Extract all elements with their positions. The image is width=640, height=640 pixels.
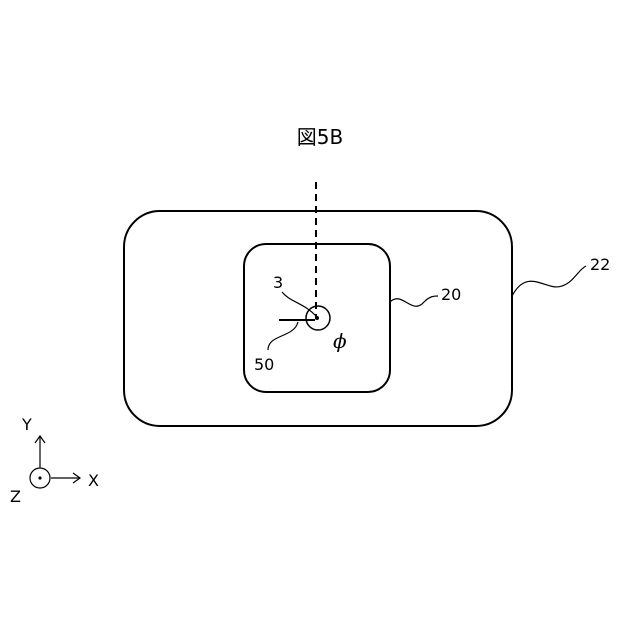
leader-line-22 bbox=[512, 266, 586, 296]
figure-title: 図5B bbox=[297, 125, 343, 149]
label-50: 50 bbox=[254, 355, 274, 374]
point-3-dot bbox=[315, 316, 319, 320]
leader-line-3 bbox=[282, 292, 316, 316]
label-3: 3 bbox=[273, 273, 283, 292]
axis-label-z: Z bbox=[10, 487, 21, 506]
leader-line-20 bbox=[390, 296, 438, 306]
coordinate-axes bbox=[30, 436, 80, 488]
label-20: 20 bbox=[441, 285, 461, 304]
axis-label-y: Y bbox=[21, 415, 32, 434]
leader-line-50 bbox=[268, 322, 298, 350]
axis-label-x: X bbox=[88, 471, 99, 490]
label-22: 22 bbox=[590, 255, 610, 274]
label-phi: ϕ bbox=[333, 329, 347, 353]
